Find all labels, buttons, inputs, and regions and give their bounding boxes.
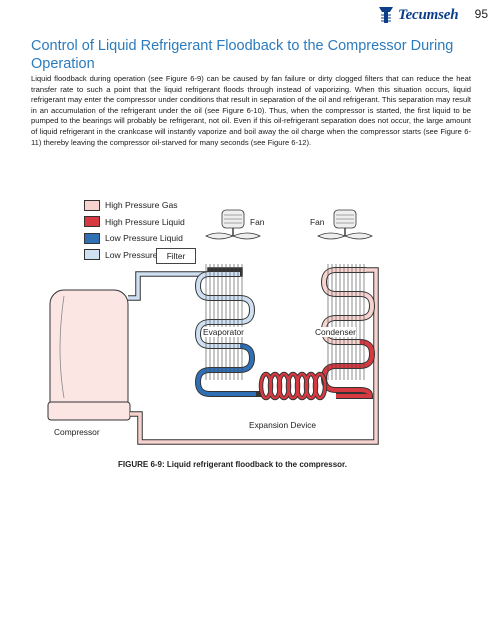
legend-swatch (84, 249, 100, 261)
figure-6-9: High Pressure Gas High Pressure Liquid L… (46, 190, 466, 450)
refrigeration-diagram (47, 209, 379, 445)
section-title: Control of Liquid Refrigerant Floodback … (31, 38, 454, 72)
legend-item: Low Pressure Gas (84, 247, 185, 264)
tecumseh-logo: Tecumseh (378, 6, 459, 24)
evaporator-label: Evaporator (203, 327, 244, 337)
body-paragraph: Liquid floodback during operation (see F… (31, 74, 471, 147)
legend: High Pressure Gas High Pressure Liquid L… (84, 197, 185, 263)
figure-caption: FIGURE 6-9: Liquid refrigerant floodback… (118, 460, 347, 469)
condenser-label: Condenser (315, 327, 356, 337)
legend-swatch (84, 199, 100, 211)
fan-right-icon (317, 209, 373, 240)
discharge-line (130, 267, 379, 445)
expansion-device-label: Expansion Device (249, 420, 317, 430)
tecumseh-logo-icon (379, 7, 393, 23)
compressor-label: Compressor (54, 427, 100, 437)
caption-number: FIGURE 6-9: (118, 460, 165, 469)
legend-swatch (84, 232, 100, 244)
logo-text: Tecumseh (398, 6, 459, 23)
caption-text: Liquid refrigerant floodback to the comp… (166, 460, 347, 469)
compressor-body (47, 289, 131, 421)
legend-item: Low Pressure Liquid (84, 230, 185, 247)
expansion-device (256, 371, 328, 401)
fan-right-label: Fan (310, 217, 325, 227)
legend-label: Low Pressure Gas (105, 249, 176, 260)
fan-left-icon (205, 209, 261, 240)
legend-item: High Pressure Liquid (84, 214, 185, 231)
evaporator-coil (194, 264, 256, 397)
legend-label: High Pressure Liquid (105, 216, 185, 227)
filter-label: Filter (156, 248, 196, 264)
page-number: 95 (474, 7, 488, 21)
legend-item: High Pressure Gas (84, 197, 185, 214)
legend-label: Low Pressure Liquid (105, 233, 183, 244)
legend-swatch (84, 216, 100, 228)
legend-label: High Pressure Gas (105, 200, 178, 211)
fan-left-label: Fan (250, 217, 265, 227)
